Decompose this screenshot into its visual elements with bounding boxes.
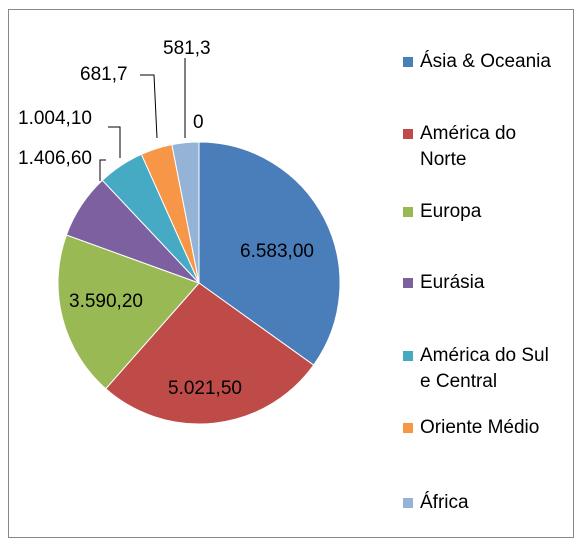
legend-item-america-do-norte: América do Norte	[403, 123, 516, 170]
data-label-zero: 0	[193, 112, 204, 133]
data-label-africa: 581,3	[163, 38, 211, 59]
legend-label: América do Sul	[420, 345, 549, 366]
data-label-eurasia: 1.406,60	[18, 148, 92, 169]
legend-item-oriente-medio: Oriente Médio	[403, 417, 539, 438]
pie-slice-america-do-norte	[105, 282, 315, 425]
legend-swatch	[403, 129, 413, 139]
leader-lines	[99, 58, 186, 181]
legend-item-america-do-sul-e-central: América do Sul e Central	[403, 345, 549, 392]
pie-slice-europa	[57, 234, 200, 390]
legend-swatch	[403, 207, 413, 217]
legend-label: Europa	[420, 201, 482, 222]
legend-label: Norte	[420, 149, 466, 170]
legend-item-europa: Europa	[403, 201, 482, 222]
legend-label: Eurásia	[420, 272, 485, 293]
legend-item-africa: África	[403, 492, 469, 513]
data-label-oriente-medio: 681,7	[80, 64, 128, 85]
pie-slice-asia-oceania	[198, 141, 341, 366]
legend-label: África	[420, 492, 469, 513]
data-label-asia-oceania: 6.583,00	[240, 241, 314, 262]
legend-item-eurasia: Eurásia	[403, 272, 485, 293]
legend-swatch	[403, 57, 413, 67]
data-labels: 6.583,00 5.021,50 3.590,20 1.406,60 1.004,10…	[18, 38, 314, 399]
data-label-america-do-norte: 5.021,50	[168, 378, 242, 399]
legend-swatch	[403, 351, 413, 361]
legend-label: Oriente Médio	[420, 417, 539, 438]
pie-slices	[57, 141, 341, 425]
legend-swatch	[403, 498, 413, 508]
legend-label: Ásia & Oceania	[420, 51, 551, 72]
data-label-america-do-sul-e-central: 1.004,10	[18, 108, 92, 129]
legend-item-asia-oceania: Ásia & Oceania	[403, 51, 551, 72]
leader-line-oriente-medio	[140, 74, 158, 139]
pie-slice-africa	[171, 141, 200, 284]
legend-label: América do	[420, 123, 516, 144]
legend-label: e Central	[420, 371, 497, 392]
leader-line-eurasia	[99, 159, 106, 181]
leader-line-america-do-sul-e-central	[108, 126, 121, 158]
legend-swatch	[403, 278, 413, 288]
legend-swatch	[403, 423, 413, 433]
data-label-europa: 3.590,20	[69, 291, 143, 312]
